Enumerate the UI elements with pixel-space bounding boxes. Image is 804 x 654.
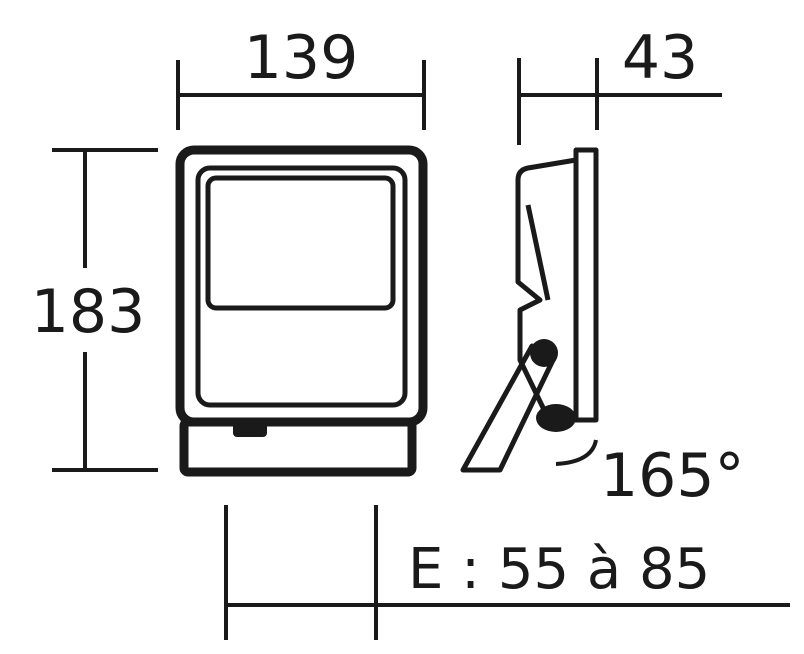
front-housing — [175, 145, 428, 427]
front-bracket — [179, 417, 417, 477]
side-view — [460, 147, 599, 473]
angle-arc — [555, 439, 598, 466]
height-dimension: 183 — [31, 148, 158, 472]
width-label: 139 — [244, 23, 359, 93]
side-pivot-knob — [530, 339, 558, 367]
front-view — [175, 145, 428, 477]
side-housing — [515, 157, 577, 423]
side-front-plate — [573, 147, 599, 423]
spacing-dimension: E : 55 à 85 — [224, 505, 790, 640]
depth-dimension: 43 — [517, 23, 722, 145]
height-label: 183 — [31, 277, 146, 347]
depth-label: 43 — [622, 23, 698, 93]
front-lens — [205, 175, 396, 311]
front-knob — [233, 419, 267, 437]
angle-label: 165° — [600, 441, 745, 511]
spacing-label: E : 55 à 85 — [408, 537, 710, 602]
side-housing-detail — [525, 204, 551, 301]
side-lock-knob — [536, 404, 576, 432]
front-inner-frame — [195, 165, 408, 408]
width-dimension: 139 — [176, 23, 426, 130]
